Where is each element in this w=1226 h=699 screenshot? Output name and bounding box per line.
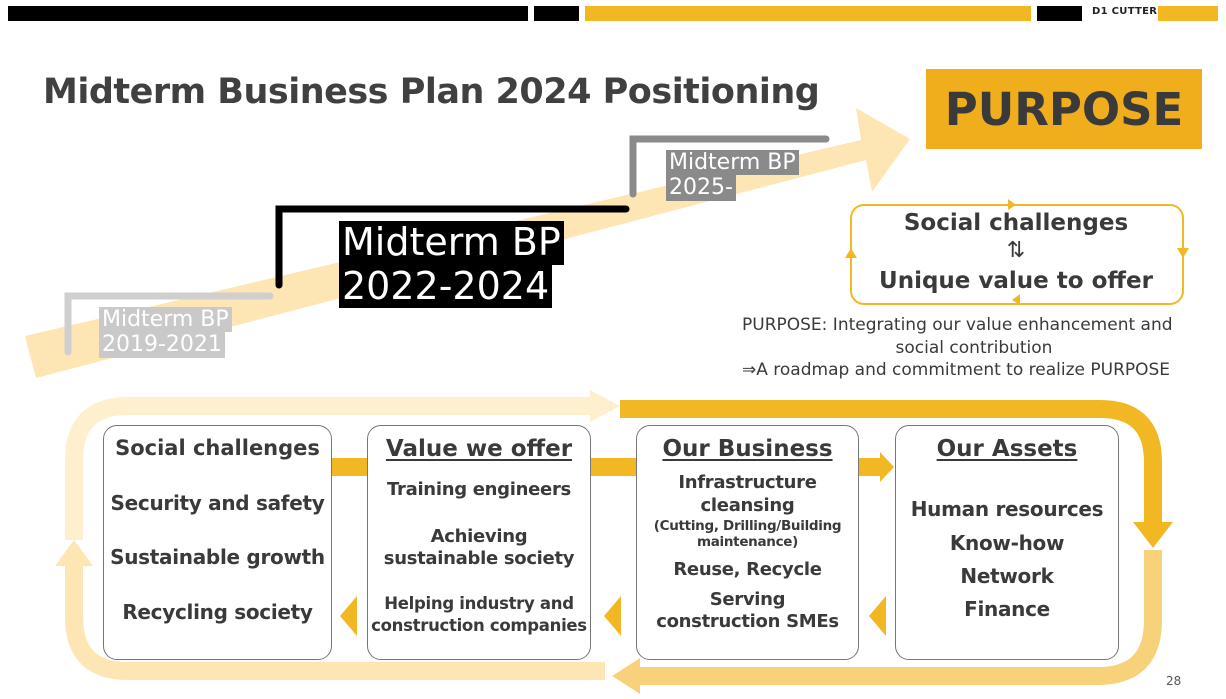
- list-item: Network: [960, 564, 1054, 588]
- list-item: Serving: [709, 589, 786, 610]
- loop-top-right: [620, 400, 1162, 522]
- purpose-text-line3: ⇒A roadmap and commitment to realize PUR…: [742, 360, 1171, 380]
- list-item: Training engineers: [387, 479, 571, 500]
- connector-2-3: [591, 458, 636, 476]
- header-bar-black-2: [534, 6, 579, 21]
- plan-label-2022-2024: Midterm BP 2022-2024: [339, 220, 564, 309]
- return-arrow-4-3: [869, 596, 886, 636]
- connector-3-4: [859, 452, 894, 482]
- purpose-cycle-box: [850, 204, 1184, 305]
- purpose-text-line2: social contribution: [895, 338, 1053, 358]
- list-item: Finance: [964, 597, 1050, 621]
- list-item: (Cutting, Drilling/Building: [653, 518, 842, 534]
- list-item: construction companies: [371, 616, 587, 635]
- loop-right-bottom: [640, 550, 1162, 685]
- card-our-assets: Our Assets Human resources Know-how Netw…: [895, 425, 1119, 660]
- list-item: construction SMEs: [656, 611, 839, 632]
- plan-2025-line2: 2025-: [666, 175, 736, 201]
- card-social-challenges: Social challenges Security and safety Su…: [103, 425, 332, 660]
- list-item: cleansing: [700, 495, 795, 516]
- loop-top-arrowhead: [590, 390, 620, 422]
- list-item: Infrastructure: [678, 472, 817, 493]
- brand-logo-text: D1 CUTTER: [1092, 6, 1158, 17]
- purpose-text-line1: PURPOSE: Integrating our value enhanceme…: [742, 315, 1173, 335]
- plan-2022-line1: Midterm BP: [339, 220, 564, 265]
- up-down-arrows-icon: ⇅: [1006, 238, 1026, 263]
- page-number: 28: [1166, 674, 1182, 688]
- list-item: Human resources: [910, 497, 1104, 521]
- list-item: Know-how: [949, 531, 1065, 555]
- plan-2022-line2: 2022-2024: [339, 264, 553, 309]
- card-value-we-offer: Value we offer Training engineers Achiev…: [367, 425, 591, 660]
- plan-label-2025: Midterm BP 2025-: [666, 150, 799, 201]
- card-title: Value we offer: [385, 436, 573, 462]
- step-line-2025: [629, 135, 830, 198]
- list-item: Achieving: [430, 526, 528, 547]
- cycle-arrowhead-bottom: [1012, 294, 1020, 305]
- list-item: Reuse, Recycle: [673, 559, 822, 580]
- header-bar-black-1: [8, 6, 528, 21]
- step-line-2022: [275, 205, 630, 289]
- card-title: Our Business: [662, 436, 833, 462]
- header-bar-black-3: [1037, 6, 1082, 21]
- plan-label-2019-2021: Midterm BP 2019-2021: [99, 307, 232, 358]
- loop-right-arrowhead: [1133, 522, 1173, 548]
- list-item: Security and safety: [110, 491, 325, 515]
- list-item: sustainable society: [383, 548, 575, 569]
- plan-2025-line1: Midterm BP: [666, 150, 799, 176]
- card-title: Social challenges: [115, 436, 320, 460]
- plan-2019-line1: Midterm BP: [99, 307, 232, 333]
- list-item: Helping industry and: [384, 594, 574, 613]
- cycle-social-challenges: Social challenges: [903, 210, 1129, 236]
- plan-2019-line2: 2019-2021: [99, 332, 225, 358]
- cycle-unique-value: Unique value to offer: [879, 268, 1153, 294]
- list-item: Recycling society: [122, 600, 313, 624]
- header-bar-yellow-2: [1158, 6, 1218, 21]
- list-item: maintenance): [696, 534, 799, 550]
- return-arrow-3-2: [604, 596, 621, 636]
- connector-1-2: [332, 458, 368, 476]
- step-line-2019: [64, 292, 274, 356]
- list-item: Sustainable growth: [110, 545, 325, 569]
- card-our-business: Our Business Infrastructure cleansing (C…: [636, 425, 859, 660]
- purpose-label: PURPOSE: [944, 82, 1184, 136]
- return-arrow-2-1: [340, 596, 357, 636]
- loop-bottom-arrowhead: [612, 658, 640, 694]
- page-title: Midterm Business Plan 2024 Positioning: [43, 72, 820, 112]
- header-bar-yellow-1: [585, 6, 1031, 21]
- card-title: Our Assets: [936, 436, 1078, 462]
- purpose-box: PURPOSE: [926, 69, 1202, 149]
- loop-top-light: [65, 397, 590, 540]
- loop-left-light: [65, 566, 605, 680]
- loop-left-arrowhead: [55, 540, 93, 566]
